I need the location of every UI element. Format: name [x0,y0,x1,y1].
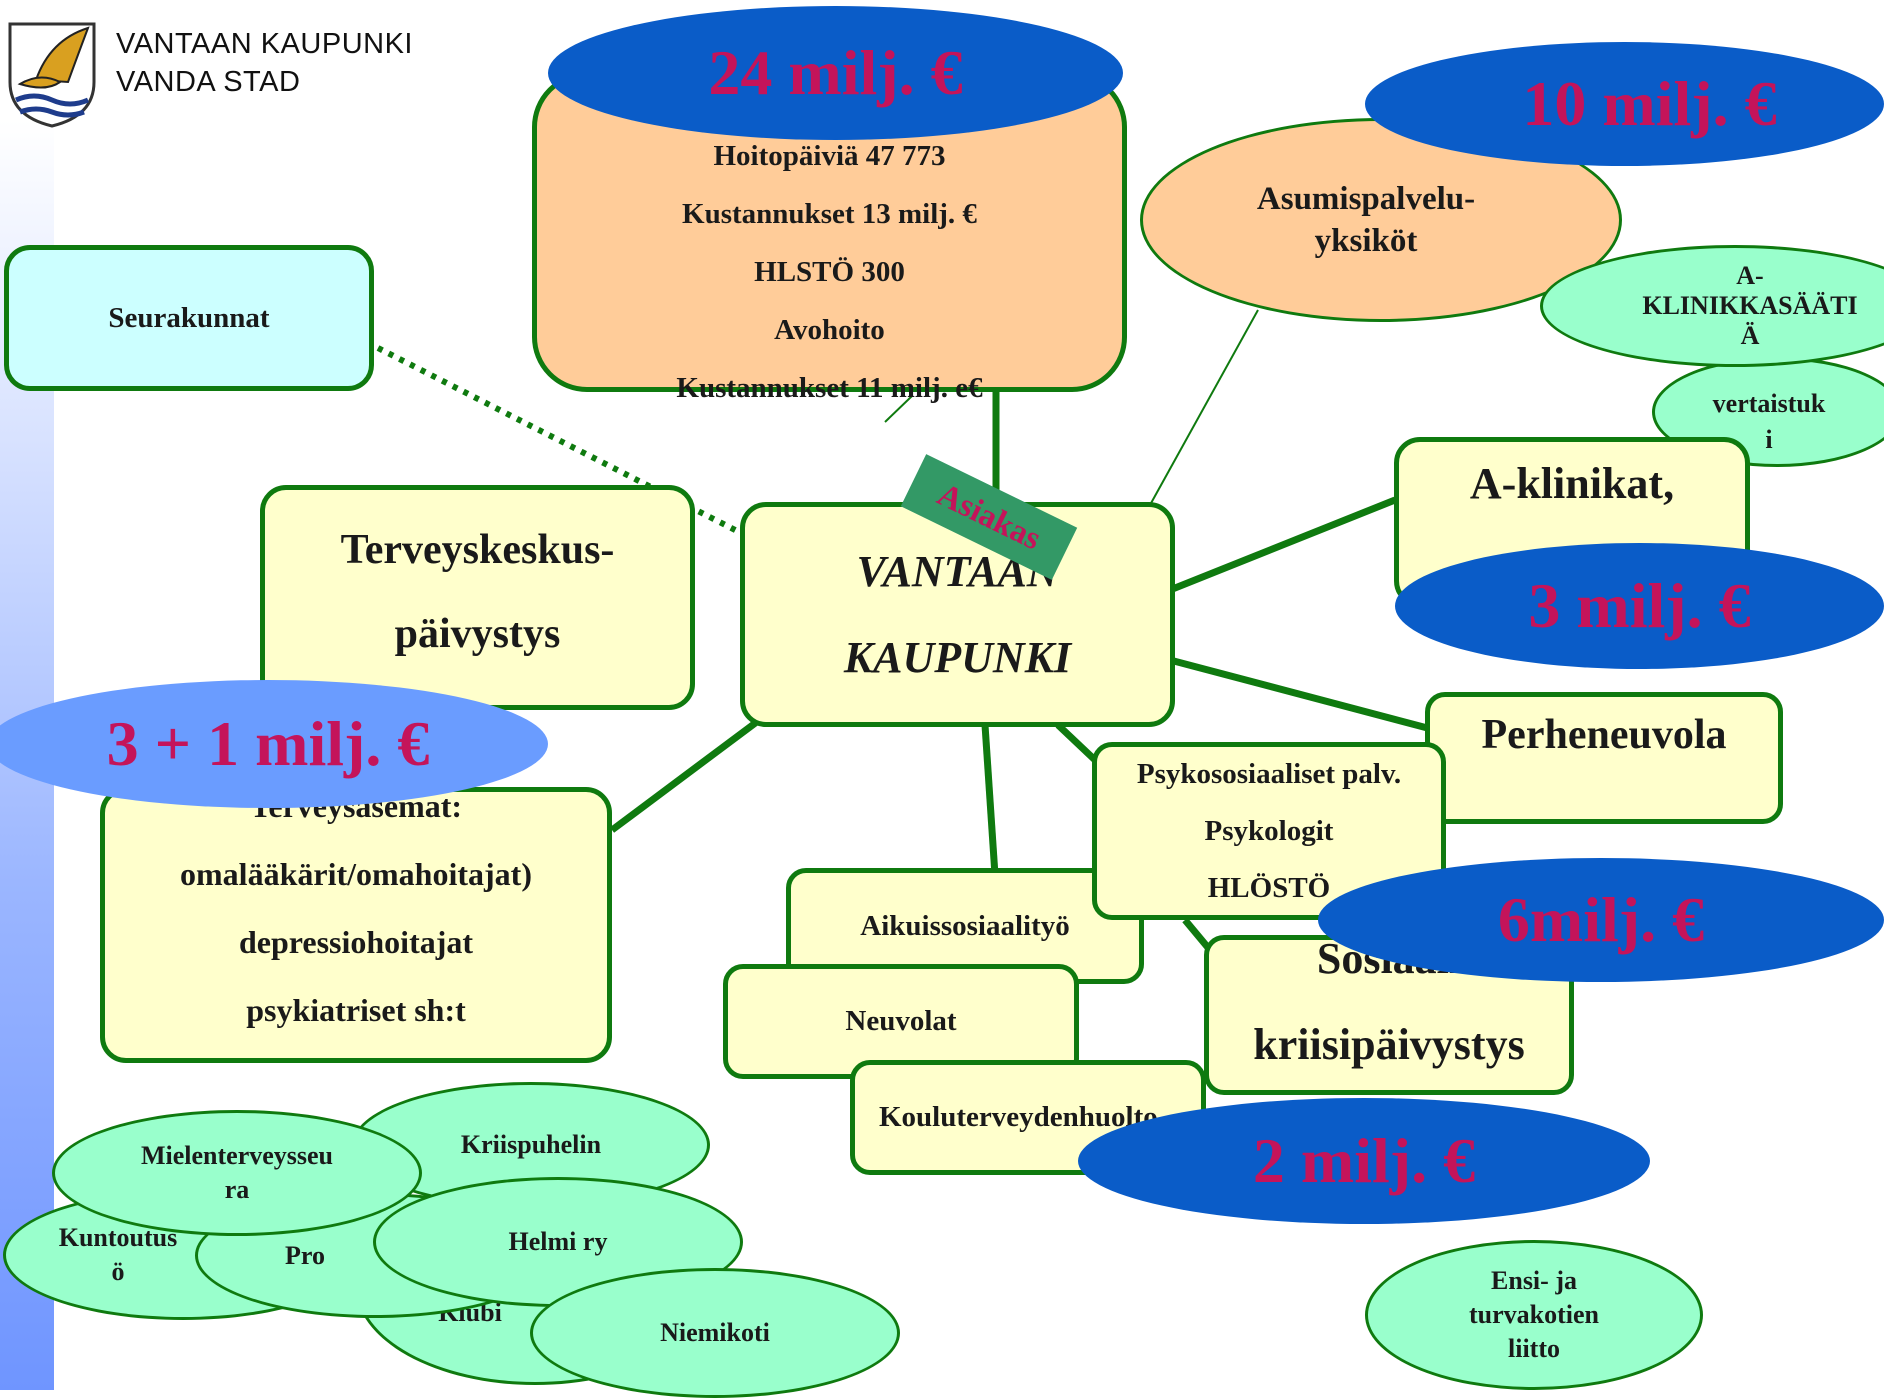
perheneuvola-label: Perheneuvola [1481,712,1727,758]
vertaistuki-line2: i [1765,425,1773,454]
terveyskeskus-line1: Terveyskeskus- [340,527,615,573]
mielenterveysseura-oval: Mielenterveysseu ra [52,1110,422,1236]
psykososiaaliset-line2: Psykologit [1204,814,1334,847]
koulu-label: Kouluterveydenhuolto [879,1101,1158,1133]
org-name-swedish: VANDA STAD [116,66,301,98]
mielenterveys-line1: Mielenterveysseu [140,1141,334,1170]
cost-10-milj: 10 milj. € [1365,42,1884,166]
kouluterveydenhuolto-box: Kouluterveydenhuolto [850,1060,1206,1175]
ensi-line3: liitto [1508,1334,1560,1363]
hospital-line1: Hoitopäiviä 47 773 [713,140,946,172]
sosiaali-line2: kriisipäivystys [1253,1020,1525,1069]
neuvolat-box: Neuvolat [723,964,1079,1079]
perheneuvola-box: Perheneuvola [1425,692,1783,824]
hospital-box: Hoitopäiviä 47 773 Kustannukset 13 milj.… [532,72,1127,404]
terveysasemat-line4: psykiatriset sh:t [246,992,466,1028]
terveysasemat-line2: omalääkärit/omahoitajat) [180,856,532,892]
hospital-line4: Avohoito [774,314,885,346]
cost-6-label: 6milj. € [1497,884,1705,955]
cost-3-milj: 3 milj. € [1395,543,1884,669]
cost-24-milj: 24 milj. € [548,6,1123,140]
aklinikkasaatio-line2: KLINIKKASÄÄTI [1642,291,1858,320]
hospital-line3: HLSTÖ 300 [754,256,905,288]
mielenterveys-line2: ra [224,1175,250,1204]
terveysasemat-box: Terveysasemat: omalääkärit/omahoitajat) … [100,787,612,1063]
neuvolat-label: Neuvolat [845,1005,957,1037]
center-vantaa-box: VANTAAN KAUPUNKI [740,502,1175,727]
terveyskeskus-line2: päivystys [394,611,561,657]
niemikoti-label: Niemikoti [660,1318,770,1347]
city-crest-icon [8,22,96,128]
vertaistuki-line1: vertaistuk [1712,389,1826,418]
seurakunnat-label: Seurakunnat [108,301,270,334]
hospital-line2: Kustannukset 13 milj. € [682,198,977,230]
cost-10-label: 10 milj. € [1522,68,1777,139]
org-name-finnish: VANTAAN KAUPUNKI [116,28,413,60]
cost-2-milj: 2 milj. € [1078,1098,1650,1224]
aklinikkasaatio-line3: Ä [1740,321,1760,350]
psykososiaaliset-line3: HLÖSTÖ [1207,871,1331,904]
asumis-line2: yksiköt [1314,223,1418,259]
kriispuhelin-label: Kriispuhelin [460,1130,602,1159]
psykososiaaliset-line1: Psykososiaaliset palv. [1136,757,1402,790]
cost-24-label: 24 milj. € [708,37,963,108]
cost-2-label: 2 milj. € [1252,1125,1476,1196]
aklinikkasaatio-line1: A- [1736,261,1764,290]
psykososiaaliset-box: Psykososiaaliset palv. Psykologit HLÖSTÖ [1092,742,1446,920]
ensi-line1: Ensi- ja [1491,1266,1577,1295]
cost-3-label: 3 milj. € [1528,570,1751,641]
terveyskeskus-box: Terveyskeskus- päivystys [260,485,695,710]
niemikoti-oval: Niemikoti [530,1268,900,1398]
cost-3-plus-1-milj: 3 + 1 milj. € [0,680,548,808]
seurakunnat-box: Seurakunnat [4,245,374,391]
asumis-line1: Asumispalvelu- [1256,181,1476,217]
kuntoutus-line2: ö [111,1257,125,1286]
hospital-line5: Kustannukset 11 milj. e€ [676,372,983,404]
aklinikat-line1: A-klinikat, [1469,459,1675,508]
aikuis-label: Aikuissosiaalityö [860,909,1070,942]
ensi-turvakoti-oval: Ensi- ja turvakotien liitto [1365,1240,1703,1390]
terveysasemat-line3: depressiohoitajat [238,924,474,960]
center-line2: KAUPUNKI [843,632,1072,682]
helmi-label: Helmi ry [508,1227,608,1256]
a-klinikkasaatio-oval: A- KLINIKKASÄÄTI Ä [1540,245,1884,367]
ensi-line2: turvakotien [1469,1300,1599,1329]
cost-3plus1-label: 3 + 1 milj. € [106,708,430,779]
pro-label: Pro [285,1240,325,1270]
cost-6-milj: 6milj. € [1318,858,1884,982]
